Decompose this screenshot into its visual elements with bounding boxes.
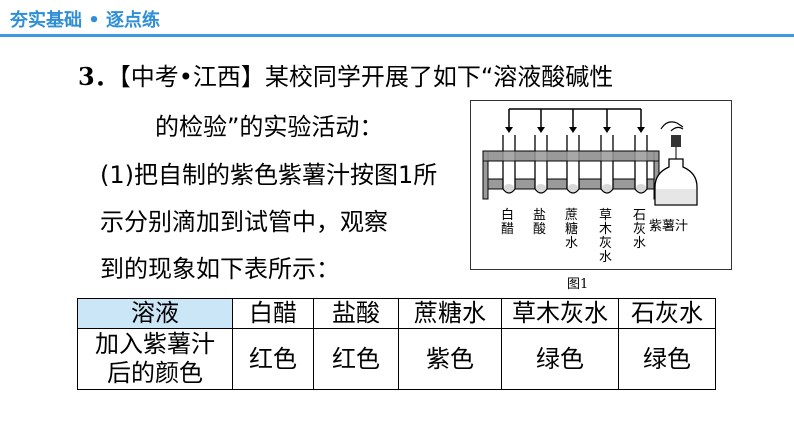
row-label-line-2: 后的颜色 — [107, 359, 203, 387]
experiment-figure: 白醋 盐酸 蔗糖水 草木灰水 石灰水 紫薯汁 — [470, 100, 732, 270]
tube-label-vinegar: 白醋 — [501, 208, 515, 237]
question-text-1: 【中考•江西】某校同学开展了如下“溶液酸碱性 — [118, 63, 614, 91]
tube-label-plant-ash-water: 草木灰水 — [599, 208, 613, 265]
question-line-2: 的检验”的实验活动： — [155, 113, 384, 141]
header-cell: 石灰水 — [618, 298, 716, 329]
results-table: 溶液 白醋 盐酸 蔗糖水 草木灰水 石灰水 加入紫薯汁 后的颜色 红色 红色 紫… — [77, 298, 716, 390]
header-cell: 盐酸 — [313, 298, 399, 329]
question-line-4: 示分别滴加到试管中，观察 — [100, 208, 388, 236]
header-divider — [0, 34, 794, 37]
question-line-1: 3．【中考•江西】某校同学开展了如下“溶液酸碱性 — [78, 62, 613, 92]
table-header-row: 溶液 白醋 盐酸 蔗糖水 草木灰水 石灰水 — [77, 298, 716, 329]
section-label: 夯实基础 • 逐点练 — [10, 10, 161, 31]
value-cell: 紫色 — [398, 328, 502, 390]
row-label-cell: 加入紫薯汁 后的颜色 — [77, 328, 233, 390]
tube-label-limewater: 石灰水 — [633, 208, 647, 251]
header-cell: 草木灰水 — [501, 298, 619, 329]
test-tube-rack-illustration — [482, 108, 698, 206]
value-cell: 红色 — [232, 328, 314, 390]
value-cell: 绿色 — [618, 328, 716, 390]
question-line-3: (1)把自制的紫色紫薯汁按图1所 — [100, 161, 438, 189]
header-cell: 溶液 — [77, 298, 233, 329]
header-cell: 蔗糖水 — [398, 298, 502, 329]
header-cell: 白醋 — [232, 298, 314, 329]
value-cell: 红色 — [313, 328, 399, 390]
row-label-line-1: 加入紫薯汁 — [95, 330, 215, 358]
tube-label-hydrochloric-acid: 盐酸 — [533, 208, 547, 237]
bottle-label: 紫薯汁 — [649, 219, 689, 234]
tube-label-sugar-water: 蔗糖水 — [565, 208, 579, 251]
question-number: 3． — [78, 62, 119, 91]
figure-caption: 图1 — [567, 277, 589, 292]
value-cell: 绿色 — [501, 328, 619, 390]
question-line-5: 到的现象如下表所示： — [100, 255, 340, 283]
table-row: 加入紫薯汁 后的颜色 红色 红色 紫色 绿色 绿色 — [77, 328, 716, 390]
